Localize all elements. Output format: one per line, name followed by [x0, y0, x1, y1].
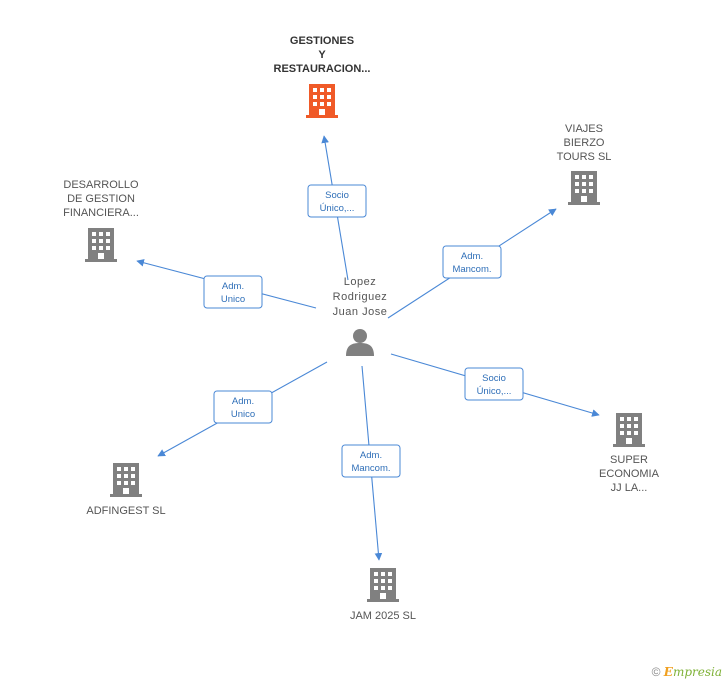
- person-name-line-2: Rodriguez: [333, 291, 388, 303]
- edge-viajes: Adm. Mancom.: [387, 208, 557, 319]
- role-badge-text: Socio: [482, 373, 506, 384]
- company-node-super[interactable]: SUPER ECONOMIA JJ LA...: [599, 413, 660, 494]
- role-badge-text: Adm.: [360, 450, 382, 461]
- building-icon: [85, 228, 117, 262]
- footer-brand: © Empresia: [652, 665, 722, 679]
- company-node-jam[interactable]: JAM 2025 SL: [350, 568, 416, 622]
- company-label-line: JAM 2025 SL: [350, 610, 416, 622]
- building-icon: [110, 463, 142, 497]
- role-badge[interactable]: Adm. Mancom.: [442, 245, 502, 279]
- role-badge-text: Único,...: [320, 203, 355, 214]
- person-name-line-3: Juan Jose: [333, 306, 388, 318]
- role-badge[interactable]: SocioÚnico,...: [464, 367, 524, 401]
- building-icon: [568, 171, 600, 205]
- role-badge-text: Adm.: [232, 396, 254, 407]
- nodes-layer: GESTIONES Y RESTAURACION... VIAJES BIERZO TOU…: [63, 35, 660, 622]
- company-label-line: BIERZO: [564, 137, 605, 149]
- role-badge-text: Adm.: [461, 251, 483, 262]
- company-label-line: JJ LA...: [611, 482, 648, 494]
- role-badge-text: Mancom.: [452, 264, 491, 275]
- company-node-adfingest[interactable]: ADFINGEST SL: [86, 463, 166, 517]
- company-label-line: ECONOMIA: [599, 468, 660, 480]
- center-person[interactable]: Lopez Rodriguez Juan Jose: [333, 276, 388, 356]
- person-name-line-1: Lopez: [344, 276, 376, 288]
- role-badge-text: Único,...: [477, 386, 512, 397]
- company-label-line: Y: [318, 49, 326, 61]
- role-badge-text: Unico: [231, 409, 255, 420]
- building-icon: [306, 84, 338, 118]
- company-label-line: RESTAURACION...: [274, 63, 371, 75]
- company-label-line: FINANCIERA...: [63, 207, 139, 219]
- company-label-line: TOURS SL: [557, 151, 612, 163]
- role-badge[interactable]: SocioÚnico,...: [307, 184, 367, 218]
- edge-adfingest: Adm. Unico: [157, 361, 328, 457]
- company-label-line: ADFINGEST SL: [86, 505, 165, 517]
- role-badge[interactable]: Adm. Unico: [203, 275, 263, 309]
- brand-logo: Empresia: [663, 665, 722, 679]
- company-label-line: DESARROLLO: [63, 179, 139, 191]
- company-label-line: GESTIONES: [290, 35, 354, 47]
- role-badge-text: Adm.: [222, 281, 244, 292]
- company-node-viajes[interactable]: VIAJES BIERZO TOURS SL: [557, 123, 612, 205]
- copyright-icon: ©: [651, 665, 661, 679]
- edges-layer: SocioÚnico,...Adm.Mancom.Adm.UnicoSocioÚ…: [136, 135, 600, 561]
- company-label-line: VIAJES: [565, 123, 603, 135]
- edge-super: SocioÚnico,...: [390, 353, 600, 417]
- edge-jam: Adm. Mancom.: [341, 365, 401, 561]
- role-badge-text: Socio: [325, 190, 349, 201]
- building-icon: [367, 568, 399, 602]
- person-icon: [346, 329, 374, 356]
- edge-desarrollo: Adm. Unico: [136, 259, 317, 309]
- building-icon: [613, 413, 645, 447]
- role-badge[interactable]: Adm. Unico: [213, 390, 273, 424]
- company-node-gestiones[interactable]: GESTIONES Y RESTAURACION...: [274, 35, 371, 118]
- role-badge-text: Mancom.: [351, 463, 390, 474]
- company-label-line: DE GESTION: [67, 193, 135, 205]
- role-badge[interactable]: Adm. Mancom.: [341, 444, 401, 478]
- edge-gestiones: SocioÚnico,...: [307, 135, 367, 281]
- company-node-desarrollo[interactable]: DESARROLLO DE GESTION FINANCIERA...: [63, 179, 139, 262]
- role-badge-text: Unico: [221, 294, 245, 305]
- company-label-line: SUPER: [610, 454, 648, 466]
